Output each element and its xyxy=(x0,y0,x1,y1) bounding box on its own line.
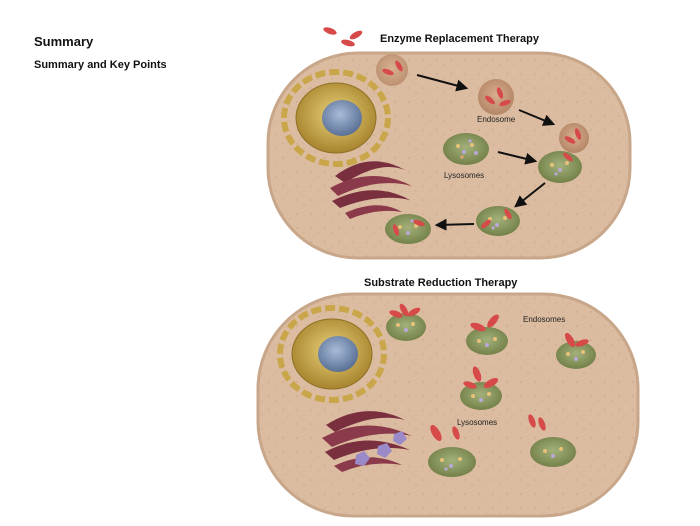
enzyme xyxy=(395,60,403,72)
lysosome-srt-3 xyxy=(556,332,596,369)
lysosome-fused-3 xyxy=(385,214,431,244)
endosome-forming xyxy=(376,54,408,86)
label-endosomes-srt: Endosomes xyxy=(523,315,565,324)
label-lysosomes-ert: Lysosomes xyxy=(444,171,484,180)
enzyme xyxy=(382,68,394,76)
page-subtitle: Summary and Key Points xyxy=(34,59,167,71)
endosome xyxy=(478,79,514,115)
nucleus-srt xyxy=(277,305,387,403)
ert-heading: Enzyme Replacement Therapy xyxy=(380,33,540,45)
label-lysosomes-srt: Lysosomes xyxy=(457,418,497,427)
lysosome-srt-6 xyxy=(528,414,576,467)
pathway-arrows xyxy=(416,74,556,231)
lysosome-srt-2 xyxy=(466,314,508,355)
page-title: Summary xyxy=(34,34,94,49)
lysosome-fused-2 xyxy=(476,206,520,236)
enzyme xyxy=(349,30,363,40)
lysosome-fused-1 xyxy=(538,151,582,183)
label-endosome: Endosome xyxy=(477,115,516,124)
nucleus-ert xyxy=(281,69,391,167)
srt-heading: Substrate Reduction Therapy xyxy=(364,277,518,289)
lysosome-plain xyxy=(443,133,489,165)
lysosome-srt-4 xyxy=(460,366,502,410)
enzyme xyxy=(323,27,337,35)
golgi-srt xyxy=(322,411,412,472)
lysosome-srt-1 xyxy=(386,303,426,341)
lysosome-srt-5 xyxy=(428,424,476,477)
endosome xyxy=(559,123,589,153)
enzyme xyxy=(341,39,355,47)
golgi-ert xyxy=(330,161,412,219)
